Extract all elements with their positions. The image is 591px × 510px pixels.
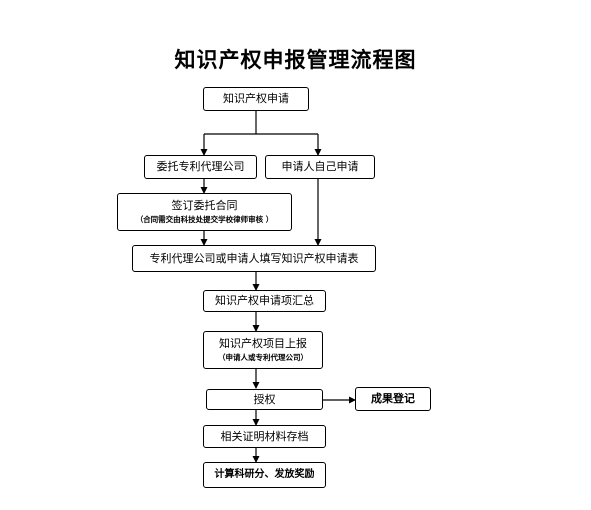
node-grant-label: 授权	[253, 392, 276, 406]
node-apply: 知识产权申请	[203, 87, 309, 111]
page-title: 知识产权申报管理流程图	[174, 48, 417, 72]
node-fill-form-label: 专利代理公司或申请人填写知识产权申请表	[149, 251, 359, 265]
node-summary-label: 知识产权申请项汇总	[215, 294, 314, 308]
node-report: 知识产权项目上报 （申请人或专利代理公司）	[203, 331, 323, 369]
node-archive: 相关证明材料存档	[203, 425, 326, 448]
node-contract-label: 签订委托合同	[171, 199, 238, 213]
node-fill-form: 专利代理公司或申请人填写知识产权申请表	[132, 245, 376, 272]
node-contract: 签订委托合同 （合同需交由科技处提交学校律师审核 ）	[117, 193, 292, 231]
node-self: 申请人自己申请	[265, 155, 375, 179]
node-reward: 计算科研分、发放奖励	[203, 462, 326, 488]
node-summary: 知识产权申请项汇总	[203, 290, 326, 312]
node-agency-label: 委托专利代理公司	[156, 160, 245, 174]
node-register-label: 成果登记	[371, 392, 415, 406]
node-self-label: 申请人自己申请	[281, 160, 359, 174]
node-archive-label: 相关证明材料存档	[220, 429, 309, 443]
node-apply-label: 知识产权申请	[223, 92, 289, 106]
node-agency: 委托专利代理公司	[144, 155, 257, 179]
node-report-label: 知识产权项目上报	[219, 337, 307, 351]
node-report-note: （申请人或专利代理公司）	[218, 353, 308, 363]
node-register: 成果登记	[355, 387, 431, 411]
node-reward-label: 计算科研分、发放奖励	[214, 468, 315, 480]
node-grant: 授权	[206, 389, 323, 410]
node-contract-note: （合同需交由科技处提交学校律师审核 ）	[135, 215, 274, 225]
